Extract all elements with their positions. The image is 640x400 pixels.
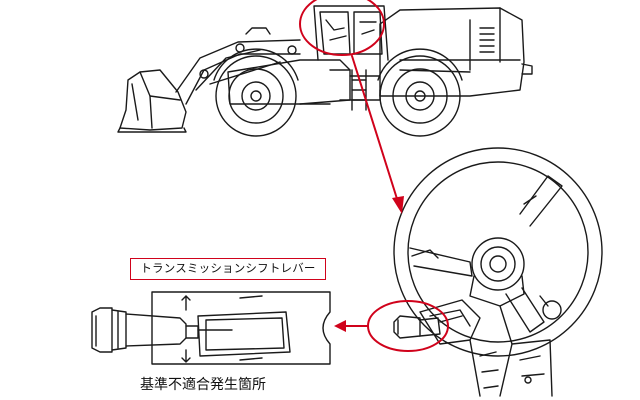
arrow-cab-to-detail-head	[392, 196, 404, 214]
steering-column	[419, 299, 553, 397]
steering-hub	[469, 237, 525, 307]
wheel-loader-illustration	[117, 5, 533, 137]
rear-wheel	[377, 48, 463, 137]
arrow-cab-to-detail-line	[351, 55, 399, 203]
lever-gate-slot	[197, 311, 291, 357]
lever-handle	[91, 307, 233, 353]
loader-boom	[175, 27, 301, 105]
steering-wheel-spokes	[409, 175, 563, 333]
part-name-label: トランスミッションシフトレバー	[130, 258, 326, 280]
steering-knob	[539, 295, 562, 320]
gate-direction-marks	[181, 295, 263, 363]
arrow-detail-to-lever-head	[334, 320, 346, 332]
steering-wheel-rim	[393, 147, 603, 357]
steering-detail-illustration	[393, 147, 603, 397]
lever-housing-plate	[151, 291, 331, 365]
front-wheel	[213, 48, 299, 137]
shift-lever-detail	[393, 315, 463, 339]
location-caption: 基準不適合発生箇所	[140, 377, 266, 393]
loader-chassis	[227, 7, 533, 111]
loader-bucket	[117, 69, 187, 133]
lever-highlight-circle	[367, 300, 449, 352]
cab-highlight-circle	[299, 0, 385, 56]
shift-lever-closeup	[91, 291, 331, 365]
